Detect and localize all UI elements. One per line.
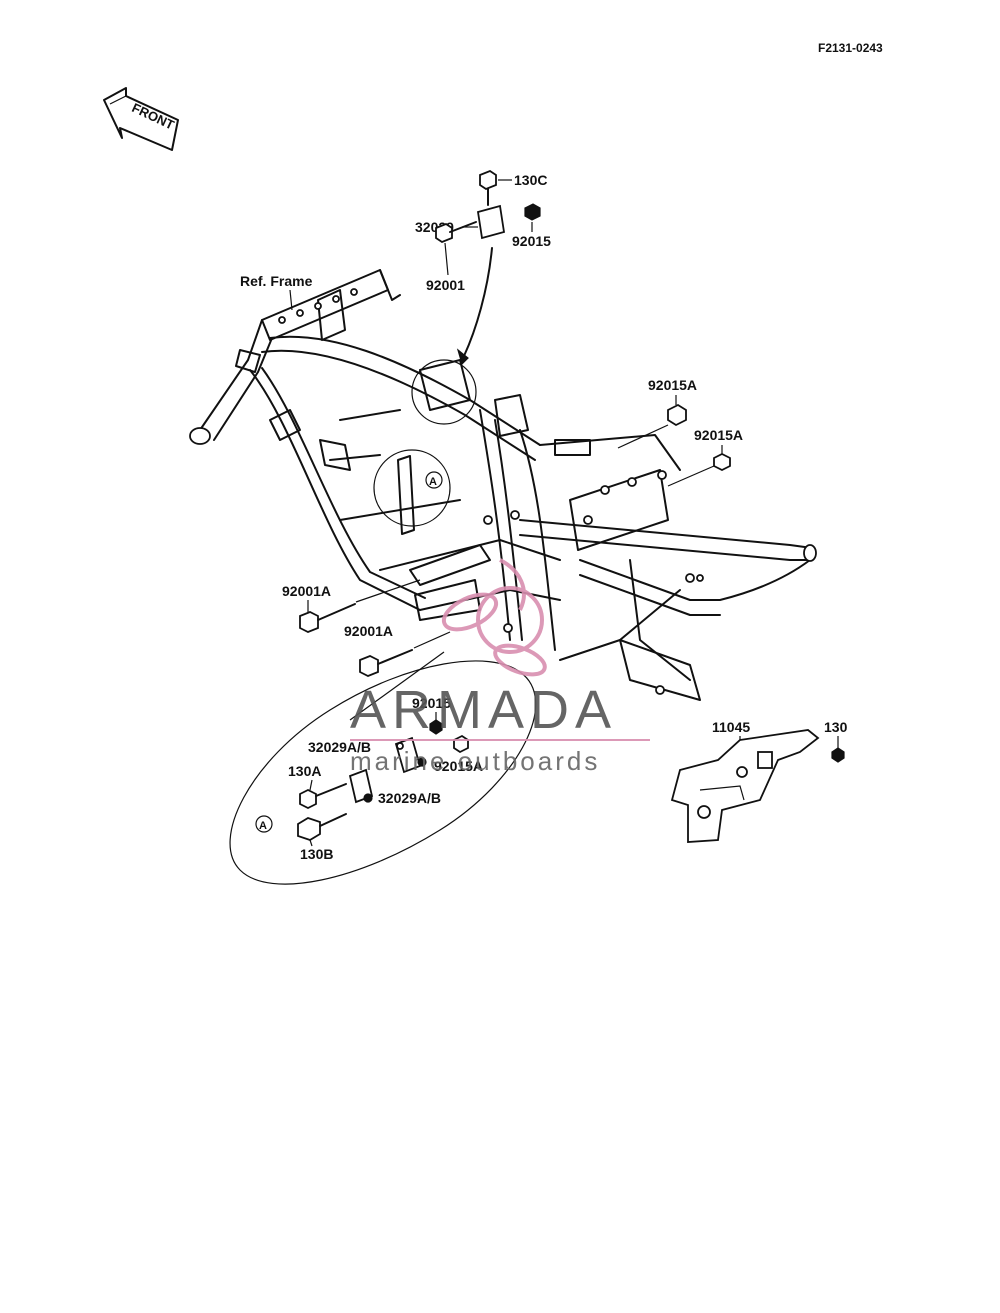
detail-a-letter: A bbox=[259, 820, 267, 832]
nut-92015-top bbox=[524, 203, 541, 221]
label-32029ab-1: 32029A/B bbox=[308, 739, 371, 755]
detail-a-callout-circle bbox=[373, 449, 451, 527]
label-92001: 92001 bbox=[426, 277, 465, 293]
label-92015a-2: 92015A bbox=[694, 427, 743, 443]
label-92001a-1: 92001A bbox=[282, 583, 331, 599]
label-11045: 11045 bbox=[712, 719, 750, 735]
label-130c: 130C bbox=[514, 172, 547, 188]
plate-11045 bbox=[670, 729, 820, 843]
top-bracket-callout-circle bbox=[411, 359, 477, 425]
label-92015-top: 92015 bbox=[512, 233, 551, 249]
label-92015-detail: 92015 bbox=[412, 695, 451, 711]
bracket-location-arrow bbox=[463, 247, 493, 357]
lower-bolts-92001a: 92001A 92001A bbox=[282, 579, 451, 677]
label-92015a-1: 92015A bbox=[648, 377, 697, 393]
nut-92015a-1 bbox=[667, 403, 687, 427]
nut-92015a-2 bbox=[713, 452, 731, 472]
top-bracket-assembly: 130C 32029 92015 92001 bbox=[415, 169, 551, 366]
bolt-92001a-1 bbox=[299, 611, 319, 633]
front-arrow: FRONT bbox=[103, 87, 179, 151]
front-label: FRONT bbox=[130, 100, 177, 133]
label-130a: 130A bbox=[288, 763, 321, 779]
document-id: F2131-0243 bbox=[818, 41, 883, 55]
bolt-130 bbox=[831, 747, 845, 763]
watermark-brand: ARMADA bbox=[350, 680, 617, 740]
callout-letter-a: A bbox=[429, 476, 437, 488]
right-nuts-92015a: 92015A 92015A bbox=[617, 377, 743, 487]
bolt-130a bbox=[299, 788, 317, 810]
bolt-130c bbox=[479, 169, 497, 191]
bolt-92001 bbox=[435, 222, 453, 244]
label-92015a-detail: 92015A bbox=[434, 758, 483, 774]
bracket-32029 bbox=[476, 204, 506, 240]
plate-11045-assembly: 11045 130 bbox=[670, 719, 848, 843]
ref-frame-label: Ref. Frame bbox=[240, 273, 313, 289]
bolt-92001a-2 bbox=[359, 655, 379, 677]
nut-92015-detail bbox=[429, 719, 443, 735]
armada-logo-mark bbox=[441, 558, 547, 677]
label-130: 130 bbox=[824, 719, 848, 735]
detail-a-outline bbox=[229, 660, 537, 885]
label-32029ab-2: 32029A/B bbox=[378, 790, 441, 806]
armada-watermark: ARMADA marine outboards bbox=[350, 558, 650, 776]
label-92001a-2: 92001A bbox=[344, 623, 393, 639]
atv-frame: A bbox=[189, 269, 817, 701]
bolt-130b bbox=[297, 817, 321, 841]
label-130b: 130B bbox=[300, 846, 333, 862]
watermark-tagline: marine outboards bbox=[350, 746, 600, 776]
